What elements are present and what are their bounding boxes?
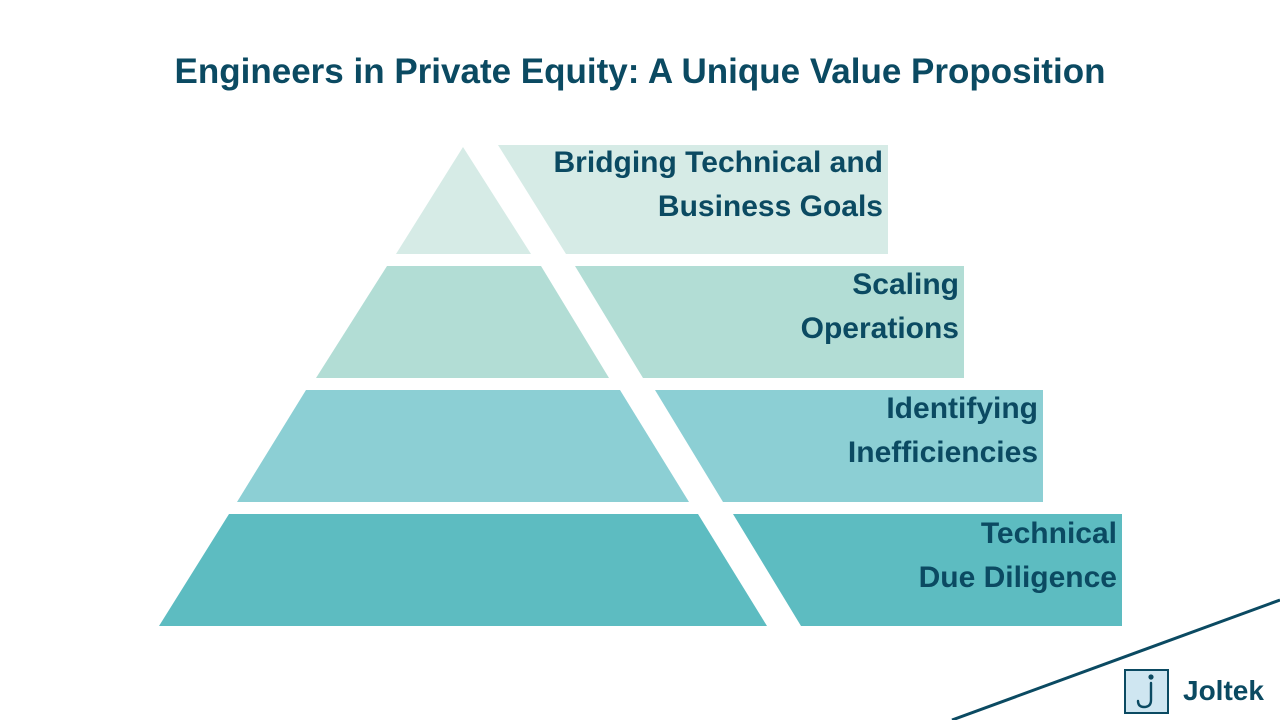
brand-logo: Joltek [1124,666,1264,716]
tier-label-line: Scaling [852,268,959,301]
pyramid-tier-2-band [575,266,964,378]
tier-label-line: Bridging Technical and [553,146,883,179]
tier-label-line: Technical [980,517,1117,550]
tier-label-line: Identifying [886,392,1038,425]
tier-label-scaling: Scaling Operations [801,263,959,351]
tier-label-bridging: Bridging Technical and Business Goals [554,141,883,229]
tier-label-line: Due Diligence [918,561,1117,594]
brand-name: Joltek [1183,675,1264,706]
j-hook-logo-icon [1124,668,1169,714]
tier-label-line: Inefficiencies [847,436,1038,469]
pyramid-tier-3-left [237,390,689,502]
pyramid-tier-4-left [159,514,767,626]
pyramid-tier-1-band [498,145,888,254]
tier-label-line: Operations [800,312,959,345]
pyramid-tier-2-left [316,266,609,378]
tier-label-identifying: Identifying Inefficiencies [848,387,1038,475]
tier-label-technical: Technical Due Diligence [919,512,1117,600]
pyramid-tier-4-band [733,514,1122,626]
pyramid-tier-3-band [655,390,1043,502]
page-title: Engineers in Private Equity: A Unique Va… [174,52,1106,91]
corner-accent-line [951,598,1280,720]
pyramid-tier-1-left [396,147,531,254]
tier-label-line: Business Goals [657,190,883,223]
